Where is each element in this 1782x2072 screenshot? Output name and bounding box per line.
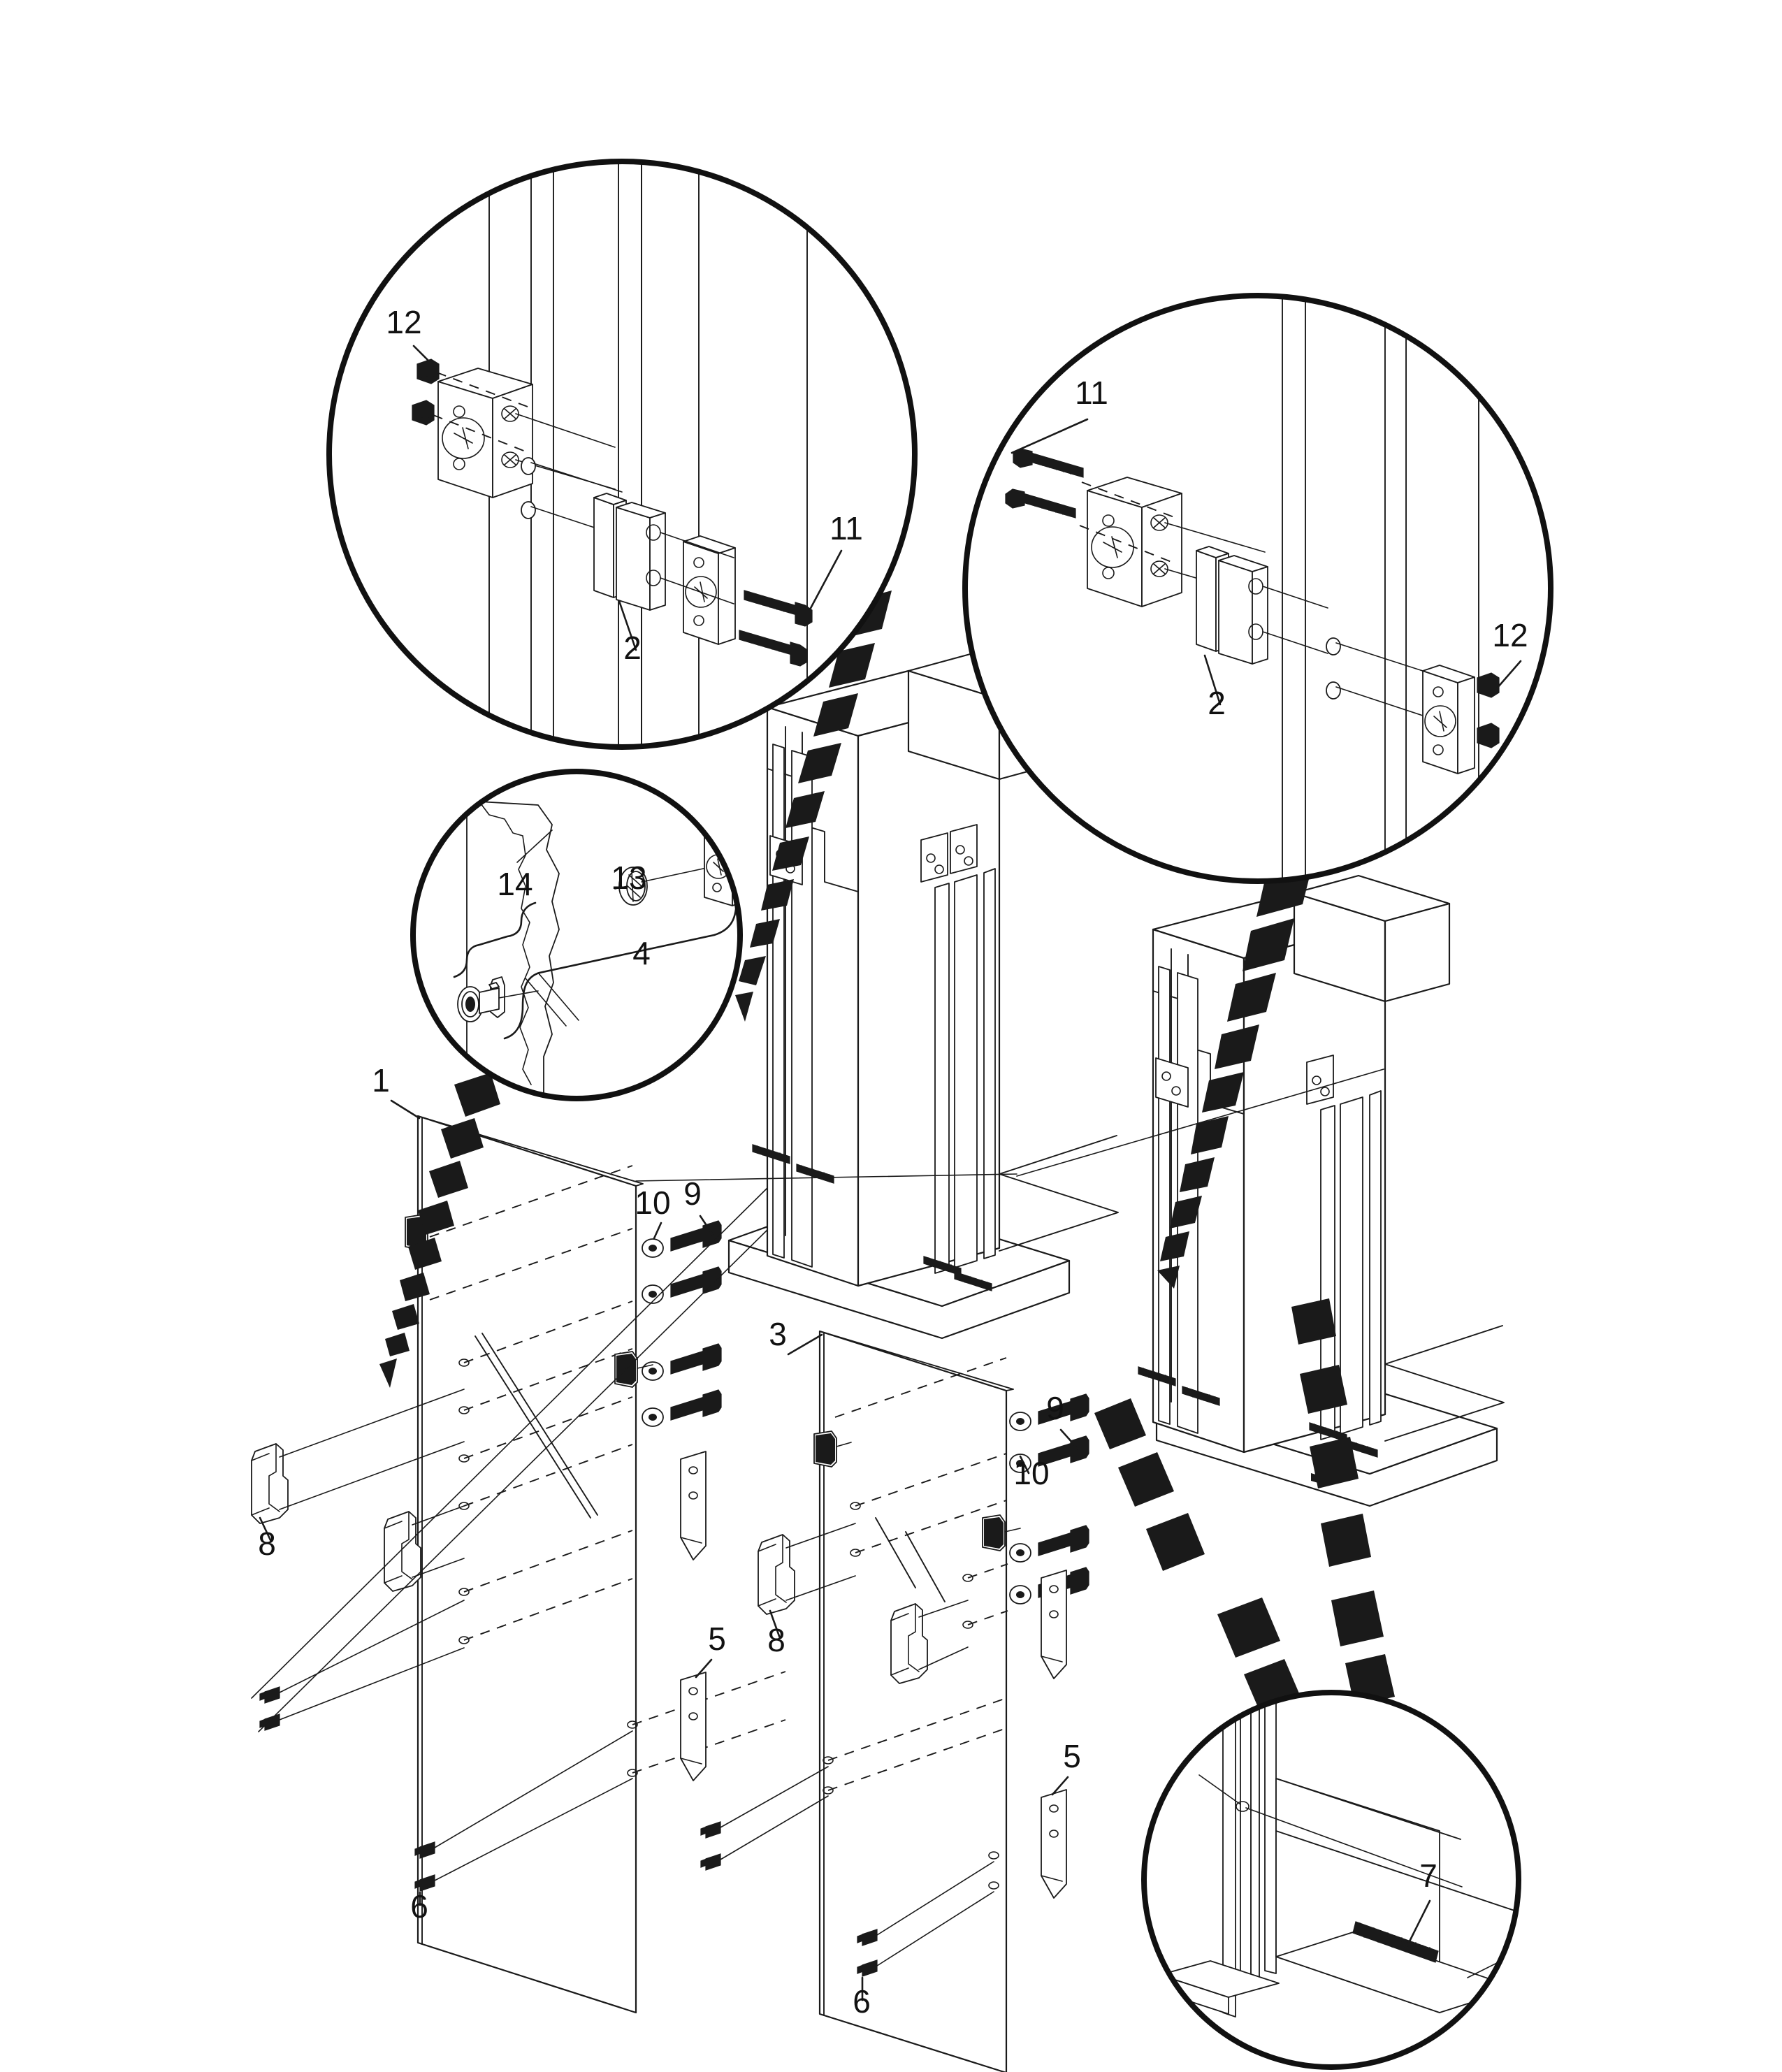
lock-nut-12-d xyxy=(1477,723,1500,748)
callout-6b: 6 xyxy=(853,1983,871,2020)
leader-8-left xyxy=(259,1516,273,1543)
base-studs-center xyxy=(923,1256,992,1291)
bolt-right-1 xyxy=(1038,1393,1089,1425)
detail-circle-bottom-right xyxy=(1141,1690,1521,2070)
construction-lines xyxy=(251,1068,1384,1732)
detail-circle-top-left xyxy=(326,159,918,750)
callout-14: 14 xyxy=(497,866,533,902)
knob-fastener-right-mid xyxy=(982,1514,1021,1551)
washer-stack-1 xyxy=(642,1238,664,1258)
right-side-panel xyxy=(700,1330,1089,2072)
callout-2b: 2 xyxy=(1208,685,1226,721)
fasteners-left-panel xyxy=(405,1214,722,1427)
lock-nut-12-a xyxy=(416,358,440,384)
hex-bolt-11-d xyxy=(1005,488,1076,519)
latch-plate-right-detail xyxy=(1422,665,1475,774)
latch-plate-left-detail xyxy=(683,535,736,645)
angle-bracket-right-upper xyxy=(1041,1570,1067,1679)
bolt-right-3 xyxy=(1038,1525,1089,1556)
left-panel-holes xyxy=(458,1359,638,1777)
leader-5-right xyxy=(1051,1776,1069,1796)
cross-hole-1 xyxy=(501,405,519,422)
washer-stack-4 xyxy=(642,1407,664,1427)
bolt-stack-4 xyxy=(670,1389,722,1421)
handle-left-lower xyxy=(384,1511,421,1592)
washer-right-3 xyxy=(1009,1543,1031,1563)
callout-12a: 12 xyxy=(386,304,421,340)
callout-5b: 5 xyxy=(1063,1738,1081,1774)
callout-1: 1 xyxy=(372,1062,390,1099)
handle-left-upper xyxy=(251,1443,289,1524)
callout-10a: 10 xyxy=(635,1184,670,1221)
base-studs-left xyxy=(752,1144,834,1184)
leader-10-right xyxy=(1019,1455,1030,1475)
hex-bolt-11-a xyxy=(744,590,813,627)
hex-bolt-11-c xyxy=(1013,448,1084,478)
callout-7: 7 xyxy=(1419,1857,1437,1894)
lock-cylinder-14 xyxy=(457,982,539,1022)
screws-right-lower xyxy=(700,1766,994,1977)
callout-11b: 11 xyxy=(1075,375,1108,411)
stud-pins-right-detail xyxy=(1326,637,1428,718)
washer-right-1 xyxy=(1009,1412,1031,1431)
lock-nut-12-b xyxy=(412,400,435,426)
bolt-stack-3 xyxy=(670,1343,722,1375)
handle-right-upper xyxy=(758,1534,795,1615)
callout-10b: 10 xyxy=(1013,1455,1049,1491)
spacer-block-2-right-detail xyxy=(1196,546,1268,665)
callout-9a: 9 xyxy=(683,1175,702,1212)
main-callout-leaders xyxy=(259,1099,1080,2001)
leader-10-left xyxy=(653,1222,662,1240)
right-frame-column xyxy=(1138,874,1505,1507)
callout-12b: 12 xyxy=(1492,617,1528,653)
bolt-right-2 xyxy=(1038,1435,1089,1467)
angle-bracket-left-lower xyxy=(680,1672,707,1781)
detail-circle-top-right xyxy=(962,293,1553,884)
callout-9b: 9 xyxy=(1046,1390,1064,1426)
washer-right-4 xyxy=(1009,1585,1031,1604)
cross-hole-4 xyxy=(1150,560,1168,577)
cross-hole-3 xyxy=(1150,514,1168,531)
right-panel-hidden-axes xyxy=(827,1357,1008,1791)
screws-left-lower xyxy=(259,1600,633,1892)
base-studs-right xyxy=(1138,1366,1220,1406)
cam-washer-13 xyxy=(618,867,648,906)
callout-11a: 11 xyxy=(830,510,863,546)
handle-right-lower xyxy=(890,1603,928,1684)
right-panel-holes xyxy=(823,1502,999,1890)
leader-8-right xyxy=(769,1609,781,1639)
bolt-stack-2 xyxy=(670,1266,722,1298)
washer-stack-2 xyxy=(642,1284,664,1304)
leader-9-right xyxy=(1059,1428,1080,1451)
leader-3 xyxy=(787,1333,823,1356)
bracket-plate-right-detail xyxy=(1087,477,1182,607)
left-side-panel xyxy=(251,1115,786,2014)
spacer-block-2-left-detail xyxy=(593,493,666,611)
callout-4: 4 xyxy=(632,935,651,971)
callout-2a: 2 xyxy=(623,630,642,666)
callout-5a: 5 xyxy=(708,1621,726,1657)
leader-9-left xyxy=(699,1215,716,1238)
leader-arrow-part1 xyxy=(379,1073,500,1388)
hex-bolt-11-b xyxy=(739,630,808,667)
angle-bracket-right-lower xyxy=(1041,1789,1067,1899)
callout-3: 3 xyxy=(769,1316,787,1352)
callout-number-layer: 1 2 2 3 4 5 5 6 6 7 8 8 9 9 10 10 11 11 … xyxy=(258,304,1528,2020)
leader-1 xyxy=(390,1099,421,1120)
knob-fastener-right-top xyxy=(813,1430,852,1468)
detail-circle-lock xyxy=(410,769,743,1101)
angle-bracket-left-upper xyxy=(680,1451,707,1560)
callout-8b: 8 xyxy=(767,1622,785,1658)
lock-nut-12-c xyxy=(1477,672,1500,698)
leader-5-left xyxy=(695,1658,713,1679)
left-panel-hidden-axes xyxy=(429,1165,786,1774)
cross-hole-2 xyxy=(501,451,519,468)
bracket-plate-left-detail xyxy=(437,368,533,498)
callout-13: 13 xyxy=(611,860,646,896)
callout-8a: 8 xyxy=(258,1526,276,1562)
callout-6a: 6 xyxy=(410,1888,428,1925)
